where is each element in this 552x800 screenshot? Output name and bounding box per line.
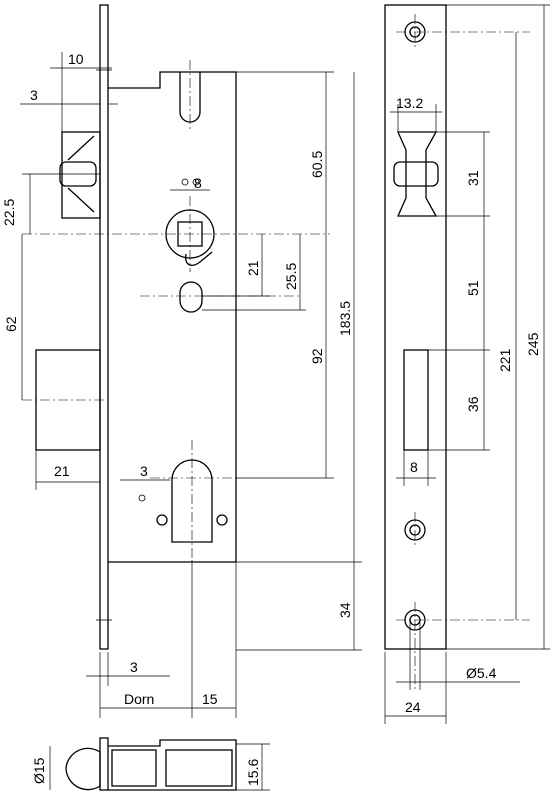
dim-dia-5-4: Ø5.4 xyxy=(466,665,497,681)
dim-21-bolt: 21 xyxy=(54,463,70,479)
dim-15-6: 15.6 xyxy=(245,759,261,786)
dim-34: 34 xyxy=(337,602,353,618)
dim-245: 245 xyxy=(525,332,541,356)
dim-3-cyl: 3 xyxy=(140,463,148,479)
strike-bolt-opening xyxy=(403,349,429,451)
dim-25-5: 25.5 xyxy=(283,263,299,290)
screw-hole-right xyxy=(216,514,228,526)
dim-36: 36 xyxy=(465,396,481,412)
strike-plate-dimensions: 13.2 31 51 36 221 245 8 Ø5.4 xyxy=(384,4,550,724)
dim-60-5: 60.5 xyxy=(309,151,325,178)
dim-31: 31 xyxy=(465,170,481,186)
dim-62: 62 xyxy=(3,316,19,332)
strike-plate xyxy=(384,4,447,650)
dim-8-follower: 8 xyxy=(194,175,202,191)
dim-51: 51 xyxy=(465,280,481,296)
dim-24: 24 xyxy=(405,699,421,715)
dim-8-strike: 8 xyxy=(410,459,418,475)
dim-92: 92 xyxy=(309,348,325,364)
latch-bolt xyxy=(59,131,101,219)
lock-body-view xyxy=(22,4,330,650)
dim-22-5: 22.5 xyxy=(1,199,17,226)
dim-21: 21 xyxy=(245,260,261,276)
dim-13-2: 13.2 xyxy=(396,95,423,111)
dim-dia-15: Ø15 xyxy=(31,757,47,784)
strike-latch-opening xyxy=(396,131,438,217)
dim-183-5: 183.5 xyxy=(337,301,353,336)
dim-10: 10 xyxy=(68,51,84,67)
top-view: Ø15 15.6 xyxy=(31,737,270,791)
lock-case xyxy=(108,71,237,563)
dim-dorn: Dorn xyxy=(124,691,154,707)
dim-221: 221 xyxy=(497,348,513,372)
strike-plate-view xyxy=(384,4,530,690)
lower-slot xyxy=(179,281,203,313)
dim-15: 15 xyxy=(202,691,218,707)
lock-body-dimensions: 10 3 22.5 8 60.5 21 25.5 62 92 183.5 xyxy=(1,51,362,718)
faceplate xyxy=(99,4,109,650)
screw-hole-left xyxy=(156,514,168,526)
cylinder-cutout xyxy=(171,459,213,543)
small-hole xyxy=(138,494,146,502)
dim-3-faceplate: 3 xyxy=(130,659,138,675)
handle-rosette xyxy=(65,747,101,791)
dim-3-top: 3 xyxy=(30,87,38,103)
